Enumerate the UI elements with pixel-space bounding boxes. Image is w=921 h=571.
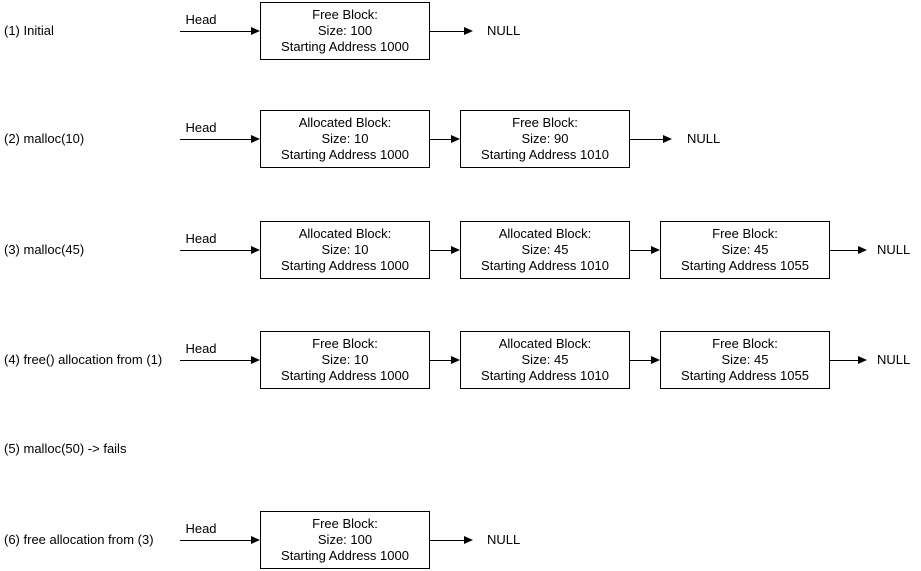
row-1-block-1: Free Block: Size: 100 Starting Address 1… bbox=[260, 2, 430, 60]
block-type-line: Allocated Block: bbox=[298, 226, 392, 241]
row-2-block-2: Free Block: Size: 90 Starting Address 10… bbox=[460, 110, 630, 168]
row-2-block-1: Allocated Block: Size: 10 Starting Addre… bbox=[260, 110, 430, 168]
block-type-line: Free Block: bbox=[312, 516, 378, 531]
block-address-line: Starting Address 1010 bbox=[481, 147, 609, 162]
block-size-line: Size: 45 bbox=[721, 242, 769, 257]
block-address-line: Starting Address 1055 bbox=[681, 258, 809, 273]
row-5-label: (5) malloc(50) -> fails bbox=[4, 441, 127, 456]
block-type-line: Free Block: bbox=[312, 336, 378, 351]
block-size-line: Size: 10 bbox=[321, 131, 369, 146]
row-2-link-arrow-1 bbox=[430, 135, 460, 143]
row-3-block-2: Allocated Block: Size: 45 Starting Addre… bbox=[460, 221, 630, 279]
row-6-head-arrow bbox=[180, 536, 260, 544]
row-2-label: (2) malloc(10) bbox=[4, 131, 85, 146]
row-4-block-3: Free Block: Size: 45 Starting Address 10… bbox=[660, 331, 830, 389]
row-2-head-arrow bbox=[180, 135, 260, 143]
row-4-block-2: Allocated Block: Size: 45 Starting Addre… bbox=[460, 331, 630, 389]
row-4-null-label: NULL bbox=[877, 352, 911, 367]
block-size-line: Size: 10 bbox=[321, 352, 369, 367]
row-1-null-label: NULL bbox=[487, 23, 521, 38]
row-2-null-arrow bbox=[630, 135, 672, 143]
block-type-line: Free Block: bbox=[712, 336, 778, 351]
block-size-line: Size: 100 bbox=[317, 23, 373, 38]
block-address-line: Starting Address 1000 bbox=[281, 39, 409, 54]
row-4-link-arrow-2 bbox=[630, 356, 660, 364]
row-1-head-arrow bbox=[180, 27, 260, 35]
block-size-line: Size: 45 bbox=[521, 352, 569, 367]
row-6-null-arrow bbox=[430, 536, 473, 544]
row-3-null-arrow bbox=[830, 246, 867, 254]
block-type-line: Allocated Block: bbox=[498, 226, 592, 241]
block-size-line: Size: 45 bbox=[521, 242, 569, 257]
row-6-null-label: NULL bbox=[487, 532, 521, 547]
block-size-line: Size: 100 bbox=[317, 532, 373, 547]
block-address-line: Starting Address 1010 bbox=[481, 258, 609, 273]
row-2-head-label: Head bbox=[185, 120, 217, 135]
block-type-line: Free Block: bbox=[512, 115, 578, 130]
row-3-head-label: Head bbox=[185, 231, 217, 246]
row-3-link-arrow-2 bbox=[630, 246, 660, 254]
block-size-line: Size: 45 bbox=[721, 352, 769, 367]
block-type-line: Free Block: bbox=[312, 7, 378, 22]
row-4-null-arrow bbox=[830, 356, 867, 364]
row-3-head-arrow bbox=[180, 246, 260, 254]
row-4-link-arrow-1 bbox=[430, 356, 460, 364]
block-type-line: Allocated Block: bbox=[498, 336, 592, 351]
row-3-block-1: Allocated Block: Size: 10 Starting Addre… bbox=[260, 221, 430, 279]
block-address-line: Starting Address 1000 bbox=[281, 258, 409, 273]
block-address-line: Starting Address 1000 bbox=[281, 147, 409, 162]
block-address-line: Starting Address 1000 bbox=[281, 548, 409, 563]
row-3-null-label: NULL bbox=[877, 242, 911, 257]
block-address-line: Starting Address 1000 bbox=[281, 368, 409, 383]
row-6-label: (6) free allocation from (3) bbox=[4, 532, 154, 547]
block-size-line: Size: 90 bbox=[521, 131, 569, 146]
row-2-null-label: NULL bbox=[687, 131, 721, 146]
row-4-label: (4) free() allocation from (1) bbox=[4, 352, 163, 367]
row-3-block-3: Free Block: Size: 45 Starting Address 10… bbox=[660, 221, 830, 279]
row-6-block-1: Free Block: Size: 100 Starting Address 1… bbox=[260, 511, 430, 569]
row-6-head-label: Head bbox=[185, 521, 217, 536]
row-3-label: (3) malloc(45) bbox=[4, 242, 85, 257]
row-4-head-arrow bbox=[180, 356, 260, 364]
row-1-null-arrow bbox=[430, 27, 473, 35]
row-4-block-1: Free Block: Size: 10 Starting Address 10… bbox=[260, 331, 430, 389]
block-type-line: Free Block: bbox=[712, 226, 778, 241]
block-size-line: Size: 10 bbox=[321, 242, 369, 257]
row-1-label: (1) Initial bbox=[4, 23, 54, 38]
block-address-line: Starting Address 1055 bbox=[681, 368, 809, 383]
row-3-link-arrow-1 bbox=[430, 246, 460, 254]
block-address-line: Starting Address 1010 bbox=[481, 368, 609, 383]
row-4-head-label: Head bbox=[185, 341, 217, 356]
block-type-line: Allocated Block: bbox=[298, 115, 392, 130]
row-1-head-label: Head bbox=[185, 12, 217, 27]
